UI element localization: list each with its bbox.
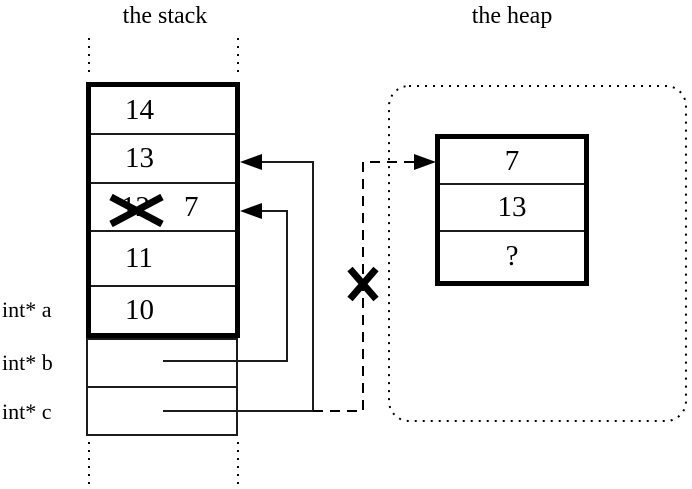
stack-cell-14: 14 [91,87,235,135]
stack-title: the stack [122,3,208,29]
heap-cell-value: ? [505,240,519,272]
stack-cell-new-value: 7 [184,190,199,223]
stack-pointer-cells [86,338,238,436]
heap-cell-7: 7 [440,139,584,185]
heap-title: the heap [471,3,553,29]
pointer-label-c: int* c [2,399,52,424]
pointer-label-b: int* b [2,350,53,375]
stack-cell-c [88,388,236,434]
stack-cell-value: 10 [125,293,154,326]
stack-cell-11: 11 [91,232,235,287]
heap-object-box: 7 13 ? [435,134,589,286]
heap-cell-13: 13 [440,185,584,232]
invalid-pointer-x-icon [347,266,379,302]
stack-cell-old-value: 12 [121,190,150,223]
stack-cell-value: 11 [125,242,153,274]
dangling-pointer-arrowhead-icon [414,154,436,170]
stack-cell-13: 13 [91,135,235,184]
heap-cell-value: 7 [504,144,520,177]
pointer-c-arrowhead-icon [240,154,262,170]
stack-frame-box: 14 13 12 7 11 10 [86,82,240,338]
stack-cell-value: 13 [125,142,154,174]
heap-cell-value: 13 [497,191,527,223]
stack-cell-b [88,340,236,388]
stack-cell-value: 14 [125,93,154,126]
dangling-pointer-dashed-line [313,161,414,412]
stack-cell-10: 10 [91,287,235,333]
stack-cell-crossed-12: 12 7 [91,184,235,232]
pointer-b-arrowhead-icon [240,203,262,219]
heap-cell-unknown: ? [440,232,584,281]
pointer-label-a: int* a [2,297,52,322]
